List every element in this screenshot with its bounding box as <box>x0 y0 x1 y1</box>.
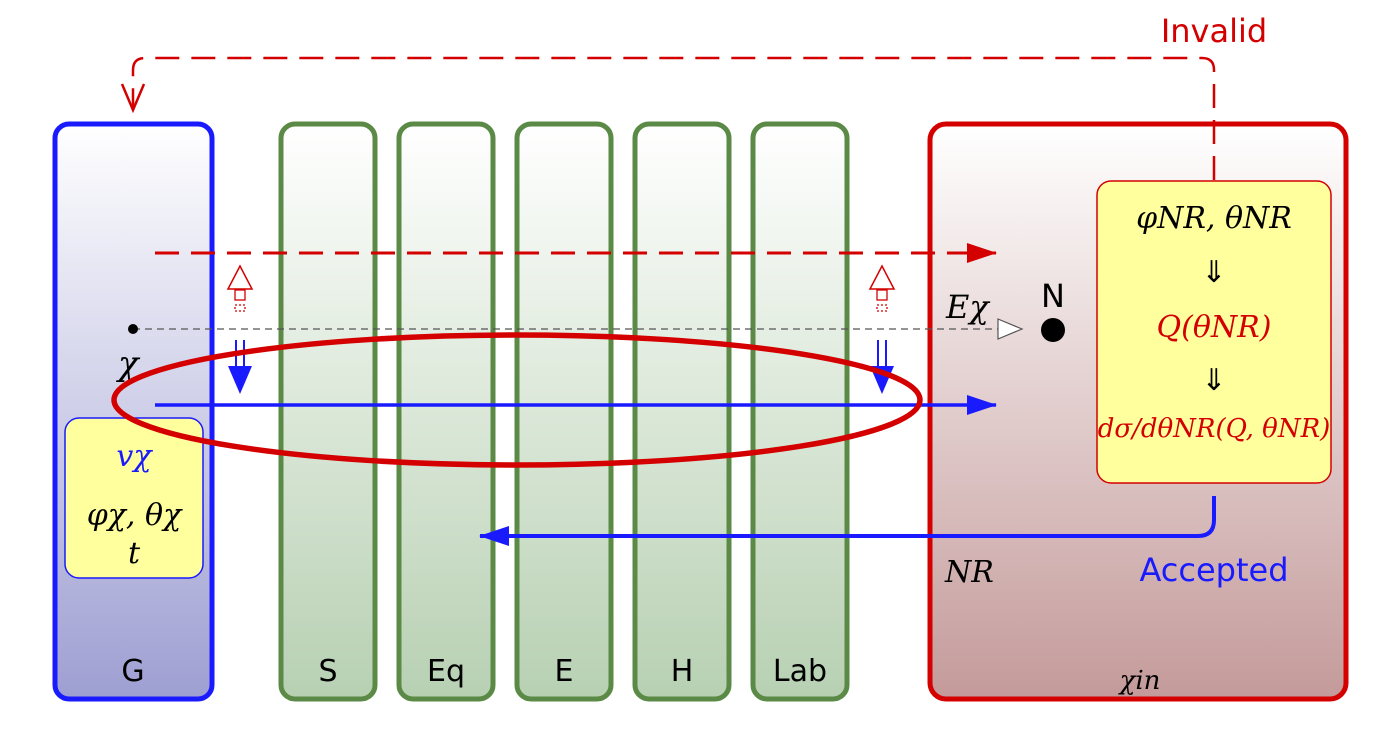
layer-lab: Lab <box>750 121 850 702</box>
layer-h-label: H <box>671 654 694 689</box>
dark-matter-parameters-note: vχ φχ, θχ t <box>64 417 204 579</box>
recoil-angles-text: φNR, θNR <box>1136 201 1292 236</box>
nuclear-recoil-label: NR <box>944 555 994 590</box>
projection-arrowhead <box>997 318 1024 340</box>
layer-h: H <box>632 121 732 702</box>
time-text: t <box>128 536 141 571</box>
angles-text: φχ, θχ <box>87 498 183 533</box>
velocity-text: vχ <box>116 439 153 474</box>
accepted-return-path <box>479 496 1216 546</box>
invalid-label: Invalid <box>1161 12 1267 50</box>
implies-arrow-2-icon: ⇓ <box>1201 363 1226 398</box>
momentum-transfer-text: Q(θNR) <box>1157 310 1272 345</box>
energy-label: Eχ <box>945 288 990 326</box>
nucleus-dot <box>1041 318 1065 342</box>
layer-lab-label: Lab <box>773 654 827 689</box>
double-down-arrow-left-icon <box>228 340 252 394</box>
layer-e: E <box>514 121 614 702</box>
layer-s-label: S <box>318 654 337 689</box>
layer-eq-label: Eq <box>427 654 465 689</box>
cross-section-text: dσ/dθNR(Q, θNR) <box>1098 414 1331 444</box>
nucleus-label: N <box>1041 277 1065 315</box>
layer-e-label: E <box>555 654 574 689</box>
accepted-label: Accepted <box>1139 551 1288 589</box>
highlight-ellipse <box>111 332 923 468</box>
dark-matter-point <box>128 324 138 334</box>
hollow-up-arrow-left-icon <box>226 264 254 312</box>
generator-box-label: G <box>121 654 144 689</box>
invalid-loop-arrowhead <box>120 83 146 114</box>
invalid-loop-path <box>131 56 1216 180</box>
generator-box: G <box>52 121 215 702</box>
scattering-formula-note: φNR, θNR ⇓ Q(θNR) ⇓ dσ/dθNR(Q, θNR) <box>1096 180 1332 484</box>
layer-s: S <box>278 121 378 702</box>
layer-eq: Eq <box>396 121 496 702</box>
detector-box-label: χin <box>1118 666 1161 696</box>
hollow-up-arrow-right-icon <box>868 264 896 312</box>
implies-arrow-1-icon: ⇓ <box>1201 255 1226 290</box>
